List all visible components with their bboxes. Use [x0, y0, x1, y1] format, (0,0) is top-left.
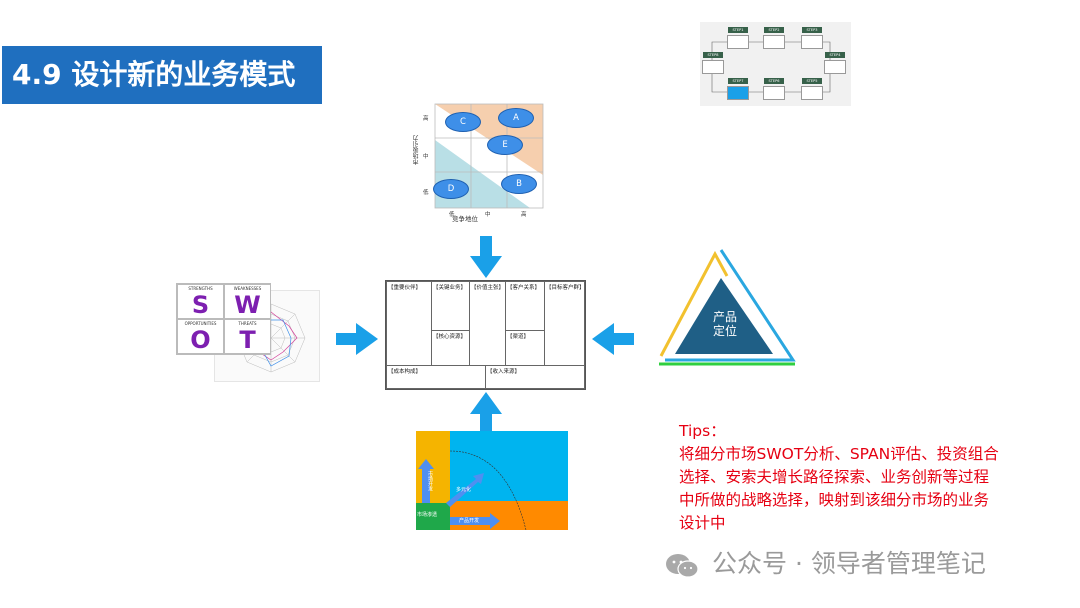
growth-label-market-penetration: 市场渗透 — [417, 512, 438, 518]
product-positioning-label: 产品 定位 — [700, 310, 750, 338]
bmc-revenue-streams: 【收入来源】 — [485, 365, 585, 389]
y-tick: 低 — [423, 190, 429, 196]
page-title: 4.9 设计新的业务模式 — [2, 46, 322, 104]
growth-matrix-graphic — [416, 431, 568, 531]
bmc-key-partners: 【重要伙伴】 — [386, 281, 432, 366]
y-tick: 高 — [423, 116, 429, 122]
swot-o-caption: OPPORTUNITIES — [184, 321, 217, 326]
arrow-down — [470, 236, 502, 278]
step-label: STEP4 — [825, 52, 845, 58]
steps-flowchart: STEP1 STEP2 STEP3 STEP4 STEP5 STEP6 STEP… — [700, 22, 851, 106]
wechat-icon — [665, 553, 699, 579]
swot-w: W — [234, 291, 261, 319]
bmc-channels: 【渠道】 — [505, 330, 545, 366]
bubble-a: A — [498, 108, 534, 128]
y-tick: 中 — [423, 154, 429, 160]
triangle-label-line1: 产品 — [712, 310, 737, 324]
bmc-customer-segments: 【目标客户群】 — [544, 281, 585, 366]
arrow-left — [592, 323, 634, 355]
tips-body: 将细分市场SWOT分析、SPAN评估、投资组合选择、安索夫增长路径探索、业务创新… — [679, 445, 999, 532]
swot-s-cell: STRENGTHS S — [177, 284, 224, 319]
product-positioning-triangle — [655, 246, 800, 370]
swot-s: S — [191, 291, 210, 319]
x-tick: 中 — [485, 212, 491, 218]
bmc-customer-relationships: 【客户关系】 — [505, 281, 545, 331]
step-label: STEP3 — [802, 27, 822, 33]
bubble-b: B — [501, 174, 537, 194]
step-label: STEP8 — [703, 52, 723, 58]
growth-matrix: 市场渗透 市场开发 产品开发 多元化 — [416, 431, 568, 531]
step-label: STEP6 — [764, 78, 784, 84]
bmc-cost-structure: 【成本构成】 — [386, 365, 486, 389]
growth-label-product-development: 产品开发 — [459, 518, 480, 524]
step-box — [702, 60, 724, 74]
step-box — [824, 60, 846, 74]
step-label: STEP2 — [764, 27, 784, 33]
swot-t-caption: THREATS — [238, 321, 257, 326]
arrow-right — [336, 323, 378, 355]
bubble-e: E — [487, 135, 523, 155]
step-label: STEP7 — [728, 78, 748, 84]
growth-label-diversification: 多元化 — [456, 487, 472, 493]
step-box — [763, 35, 785, 49]
swot-o-cell: OPPORTUNITIES O — [177, 319, 224, 354]
bubble-c: C — [445, 112, 481, 132]
swot-matrix: STRENGTHS S WEAKNESSES W OPPORTUNITIES O… — [176, 283, 271, 355]
y-axis-label: 市场吸引力 — [413, 135, 420, 165]
growth-label-market-development: 市场开发 — [427, 471, 433, 491]
triangle-label-line2: 定位 — [712, 324, 737, 338]
step-label: STEP1 — [728, 27, 748, 33]
step-box — [763, 86, 785, 100]
tips-heading: Tips： — [679, 422, 726, 440]
arrow-up — [470, 392, 502, 434]
tips-text: Tips： 将细分市场SWOT分析、SPAN评估、投资组合选择、安索夫增长路径探… — [679, 420, 999, 535]
bmc-value-proposition: 【价值主张】 — [469, 281, 506, 366]
step-box — [727, 35, 749, 49]
swot-w-cell: WEAKNESSES W — [224, 284, 271, 319]
swot-t-cell: THREATS T — [224, 319, 271, 354]
swot-s-caption: STRENGTHS — [188, 286, 213, 291]
step-box — [801, 35, 823, 49]
step-box-highlight — [727, 86, 749, 100]
watermark-text: 公众号 · 领导者管理笔记 — [712, 549, 986, 578]
x-tick: 低 — [449, 212, 455, 218]
span-matrix: A B C D E 高 中 低 低 中 高 — [405, 100, 550, 228]
swot-w-caption: WEAKNESSES — [233, 286, 262, 291]
bmc-key-resources: 【核心资源】 — [431, 330, 470, 366]
triangle-graphic — [659, 249, 796, 366]
bubble-d: D — [433, 179, 469, 199]
step-label: STEP5 — [802, 78, 822, 84]
swot-o: O — [190, 326, 211, 354]
bmc-key-activities: 【关键业务】 — [431, 281, 470, 331]
x-axis-label: 竞争地位 — [452, 215, 478, 223]
business-model-canvas: 【重要伙伴】 【关键业务】 【核心资源】 【价值主张】 【客户关系】 【渠道】 … — [385, 280, 586, 390]
x-tick: 高 — [521, 212, 527, 218]
swot-t: T — [239, 326, 256, 354]
step-box — [801, 86, 823, 100]
